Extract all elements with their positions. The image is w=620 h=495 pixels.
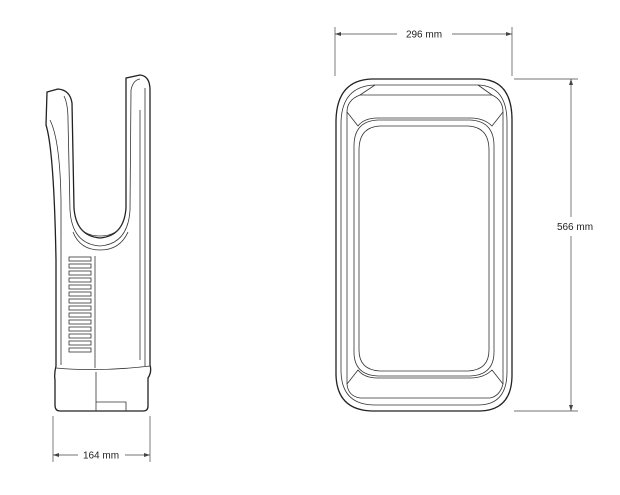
- front-view-rim: [340, 84, 508, 406]
- side-view: [45, 74, 152, 412]
- side-view-slot-cup-lower: [72, 231, 129, 251]
- front-view-top-bevel-line-l: [359, 84, 376, 96]
- arrow-right-icon: [506, 32, 512, 36]
- grille-slot: [68, 298, 92, 304]
- side-view-front-contour: [49, 119, 62, 365]
- front-view-inner-panel: [358, 125, 490, 372]
- depth-dimension: 164 mm: [52, 416, 151, 462]
- grille-slot: [68, 333, 92, 339]
- side-view-base-foot: [96, 401, 127, 411]
- arrow-left-icon: [53, 453, 59, 457]
- grille-slot: [68, 305, 92, 311]
- arrow-right-icon: [144, 453, 150, 457]
- grille-slot: [68, 270, 92, 276]
- arrow-down-icon: [569, 405, 573, 411]
- front-view-outer-shell: [335, 78, 513, 412]
- grille-slot: [68, 284, 92, 290]
- grille-slot: [68, 256, 92, 262]
- grille-slot: [68, 263, 92, 269]
- width-dimension: 296 mm: [334, 27, 513, 76]
- width-label: 296 mm: [406, 30, 442, 41]
- grille-slot: [68, 312, 92, 318]
- side-view-grille: [68, 256, 92, 353]
- height-label: 566 mm: [557, 222, 593, 233]
- front-view-top-bevel: [346, 94, 504, 127]
- arrow-up-icon: [569, 79, 573, 85]
- grille-slot: [68, 326, 92, 332]
- front-view-top-bevel-line-r: [477, 84, 493, 96]
- grille-slot: [68, 319, 92, 325]
- side-view-slot-cup: [76, 221, 124, 237]
- grille-slot: [68, 277, 92, 283]
- arrow-left-icon: [335, 32, 341, 36]
- side-view-lower-band: [55, 365, 151, 370]
- grille-slot: [68, 340, 92, 346]
- front-view-inner-panel-outer: [353, 119, 495, 377]
- depth-label: 164 mm: [83, 451, 119, 462]
- side-view-body-outline: [45, 74, 152, 412]
- side-view-slot-inner-left: [63, 78, 141, 247]
- grille-slot: [68, 347, 92, 353]
- front-view: [335, 78, 513, 412]
- grille-slot: [68, 291, 92, 297]
- height-dimension: 566 mm: [514, 78, 593, 412]
